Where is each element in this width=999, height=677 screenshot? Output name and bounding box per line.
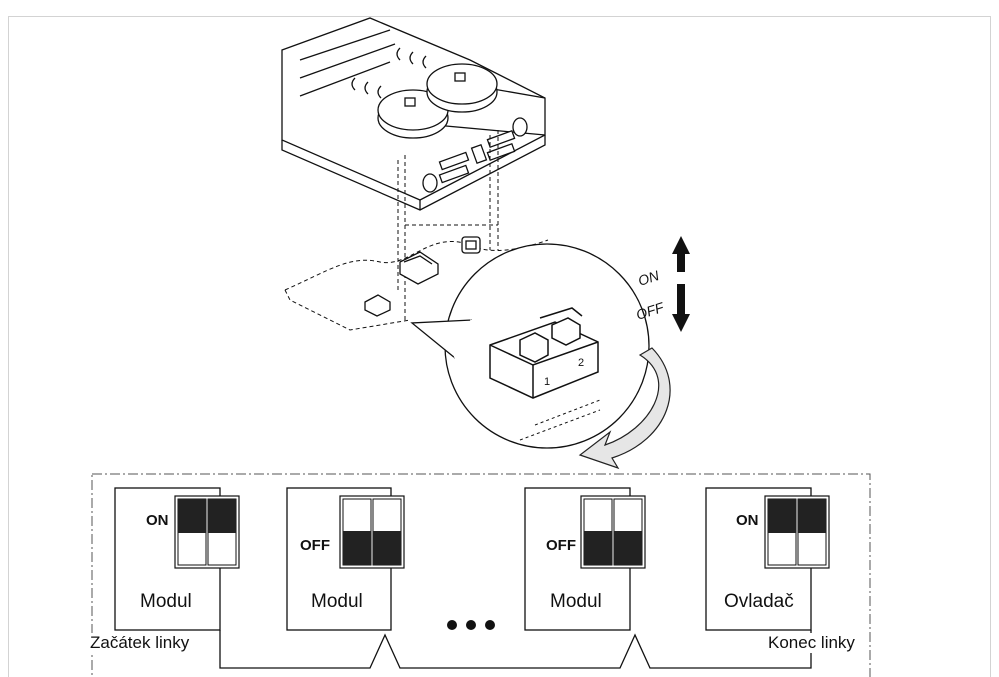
switch-module-4 (764, 495, 830, 569)
on-direction-label: ON (636, 267, 662, 289)
projection-lines (284, 130, 549, 331)
front-ports (422, 117, 528, 193)
rotary-dials (377, 63, 498, 139)
small-components (364, 236, 481, 317)
up-arrow-icon (672, 236, 690, 272)
bus-outline (91, 473, 871, 677)
module-2-state: OFF (300, 537, 330, 554)
switch-module-1 (174, 495, 240, 569)
dip-switch-enlarged (489, 307, 599, 399)
continuation-dot (485, 620, 495, 630)
switch-position-2: 2 (578, 357, 584, 369)
switch-position-1: 1 (544, 376, 550, 388)
line-start-label: Začátek linky (88, 633, 192, 653)
dial-labels (351, 47, 427, 99)
continuation-dot (466, 620, 476, 630)
module-4-state: ON (736, 512, 759, 529)
module-4-name: Ovladač (724, 591, 794, 612)
module-3-state: OFF (546, 537, 576, 554)
module-2-name: Modul (311, 591, 363, 612)
module-boxes (114, 487, 812, 631)
module-3-name: Modul (550, 591, 602, 612)
bus-line (219, 630, 812, 669)
line-end-label: Konec linky (766, 633, 857, 653)
switch-module-3 (580, 495, 646, 569)
switch-module-2 (339, 495, 405, 569)
down-arrow-icon (672, 284, 690, 332)
module-1-name: Modul (140, 591, 192, 612)
figure-frame (8, 16, 991, 677)
continuation-dot (447, 620, 457, 630)
module-1-state: ON (146, 512, 169, 529)
flip-arrow-icon (578, 347, 671, 470)
